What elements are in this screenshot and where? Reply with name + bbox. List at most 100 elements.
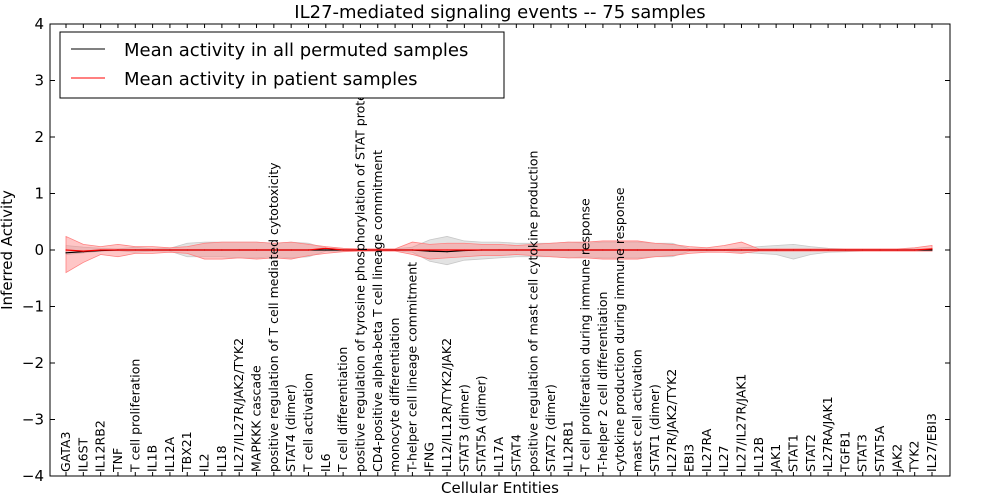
x-tick-label: JAK1 — [768, 444, 783, 473]
x-tick-label: STAT5A (dimer) — [474, 376, 489, 472]
series-1-point — [654, 249, 656, 251]
y-tick-label: 4 — [34, 15, 44, 33]
series-1-point — [429, 249, 431, 251]
x-tick-label: T-helper 2 cell differentiation — [595, 292, 610, 473]
series-1-point — [377, 249, 379, 251]
x-tick-label: T cell differentiation — [335, 347, 350, 473]
x-tick-label: STAT2 (dimer) — [543, 384, 558, 472]
series-1-point — [792, 249, 795, 251]
x-tick-label: STAT2 — [803, 434, 818, 472]
series-1-point — [550, 249, 552, 251]
x-tick-label: T cell proliferation during immune respo… — [578, 198, 593, 473]
x-tick-label: positive regulation of T cell mediated c… — [266, 162, 281, 472]
series-1-point — [359, 249, 362, 251]
x-tick-label: IL18 — [214, 445, 229, 472]
series-1-point — [515, 249, 517, 251]
series-1-point — [567, 249, 569, 251]
series-1-point — [463, 249, 465, 251]
series-1-point — [273, 249, 275, 251]
x-axis-label: Cellular Entities — [441, 479, 559, 497]
legend-box — [59, 31, 505, 99]
y-tick-label: 3 — [34, 72, 44, 90]
x-tick-label: STAT5A — [872, 425, 887, 472]
series-1-point — [394, 249, 396, 251]
x-tick-label: STAT3 — [855, 434, 870, 472]
series-1-point — [706, 249, 708, 251]
x-tick-label: T-helper cell lineage commitment — [404, 262, 419, 473]
x-tick-label: TGFB1 — [837, 431, 852, 473]
x-tick-label: STAT1 — [785, 434, 800, 472]
y-tick-label: −1 — [22, 298, 44, 316]
series-1-point — [533, 249, 535, 251]
x-tick-label: IL6ST — [75, 437, 90, 472]
y-tick-label: 1 — [34, 185, 44, 203]
x-tick-label: STAT4 (dimer) — [283, 384, 298, 472]
x-tick-label: STAT1 (dimer) — [647, 384, 662, 472]
series-band-1 — [65, 235, 933, 274]
x-tick-label: GATA3 — [58, 432, 73, 472]
series-1-point — [723, 249, 725, 251]
series-1-point — [100, 249, 102, 251]
series-1-point — [602, 249, 604, 251]
series-1-point — [255, 249, 258, 251]
x-tick-label: MAPKKK cascade — [249, 365, 264, 472]
legend: Mean activity in all permuted samples Me… — [59, 31, 505, 99]
x-tick-label: TYK2 — [907, 441, 922, 473]
series-1-point — [203, 249, 206, 251]
series-1-point — [879, 249, 881, 251]
x-tick-label: IL6 — [318, 453, 333, 472]
series-1-point — [134, 249, 136, 251]
series-1-point — [636, 249, 639, 251]
y-tick-label: −3 — [22, 411, 44, 429]
x-tick-label: IL1B — [145, 445, 160, 472]
x-tick-label: positive regulation of mast cell cytokin… — [526, 151, 541, 472]
series-1-point — [931, 248, 933, 250]
series-1-point — [481, 249, 483, 251]
x-tick-label: TBX21 — [179, 431, 194, 473]
x-tick-label: IL27/EBI3 — [924, 413, 939, 472]
x-tick-label: IL12RB2 — [93, 420, 108, 472]
series-1-point — [775, 249, 777, 251]
legend-label-permuted: Mean activity in all permuted samples — [124, 40, 468, 61]
x-tick-label: STAT3 (dimer) — [456, 384, 471, 472]
series-0-point — [65, 252, 67, 254]
series-1-point — [446, 249, 448, 251]
x-tick-label: T cell proliferation — [127, 359, 142, 473]
x-tick-label: IL2 — [197, 453, 212, 472]
x-tick-label: EBI3 — [682, 444, 697, 472]
y-tick-label: 2 — [34, 128, 44, 146]
y-tick-label: 0 — [34, 241, 44, 259]
series-1-point — [688, 249, 691, 251]
x-tick-label: cytokine production during immune respon… — [612, 187, 627, 472]
series-1-point — [914, 249, 916, 251]
x-tick-label: JAK2 — [889, 444, 904, 473]
series-1-point — [896, 249, 898, 251]
x-tick-label: positive regulation of tyrosine phosphor… — [352, 82, 367, 472]
series-1-point — [827, 249, 829, 251]
y-tick-label: −2 — [22, 354, 44, 372]
x-tick-label: IL27R/JAK2/TYK2 — [664, 369, 679, 472]
chart-title: IL27-mediated signaling events -- 75 sam… — [294, 2, 705, 23]
series-1-point — [325, 247, 327, 249]
series-0-point — [429, 250, 431, 252]
x-tick-label: IL27/IL27R/JAK2/TYK2 — [231, 338, 246, 472]
y-axis-label: Inferred Activity — [0, 190, 16, 310]
x-tick-label: CD4-positive alpha-beta T cell lineage c… — [370, 150, 385, 472]
x-tick-label: T cell activation — [300, 373, 315, 473]
series-1-point — [411, 249, 413, 251]
x-tick-label: IL27/IL27R/JAK1 — [733, 374, 748, 472]
x-tick-label: IFNG — [422, 442, 437, 472]
x-tick-label: IL27RA — [699, 428, 714, 472]
series-1-point — [221, 249, 223, 251]
x-tick-label: IL12B — [751, 437, 766, 472]
series-1-point — [169, 249, 171, 251]
series-1-point — [844, 249, 847, 251]
series-1-point — [186, 249, 188, 251]
series-1-point — [619, 249, 621, 251]
series-1-point — [342, 249, 344, 251]
series-1-point — [585, 249, 587, 251]
x-tick-label: IL12RB1 — [560, 420, 575, 472]
series-1-point — [152, 249, 154, 251]
series-0-point — [325, 249, 327, 251]
series-1-point — [290, 249, 292, 251]
